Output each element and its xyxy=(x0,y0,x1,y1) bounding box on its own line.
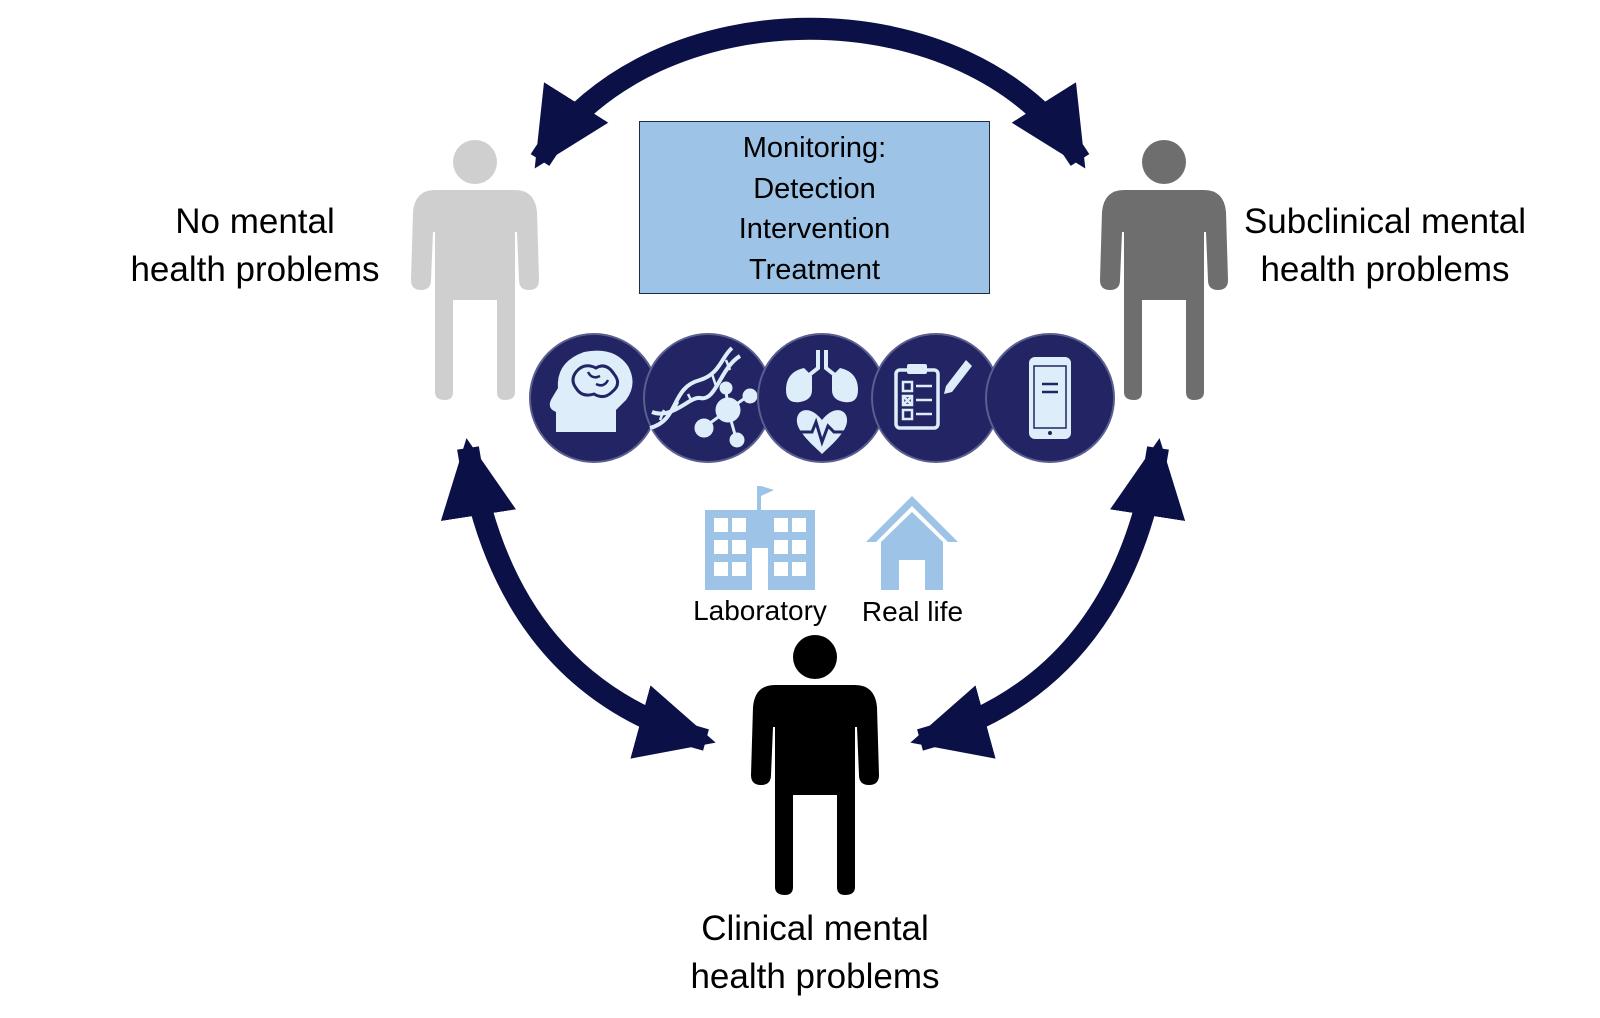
modality-row xyxy=(529,333,1115,463)
state-label-clinical-line1: Clinical mental xyxy=(701,909,929,948)
state-label-none: No mental health problems xyxy=(125,198,385,294)
monitoring-intervention: Intervention xyxy=(738,213,891,245)
arrow-none-clinical xyxy=(440,438,716,759)
person-none-icon xyxy=(411,140,539,400)
arrow-none-subclinical xyxy=(530,17,1090,169)
monitoring-treatment: Treatment xyxy=(748,253,881,286)
laboratory-building-icon xyxy=(705,486,815,590)
dna-molecule-icon xyxy=(643,333,773,463)
house-icon xyxy=(866,496,958,590)
transition-arrows xyxy=(440,17,1186,759)
lungs-heart-icon xyxy=(757,333,887,463)
state-label-none-line2: health problems xyxy=(130,250,380,289)
arrow-subclinical-clinical xyxy=(910,438,1186,759)
laboratory-label: Laboratory xyxy=(693,595,827,626)
state-label-clinical: Clinical mental health problems xyxy=(670,905,960,1001)
state-label-subclinical: Subclinical mental health problems xyxy=(1235,198,1535,294)
state-label-subclinical-line1: Subclinical mental xyxy=(1243,202,1527,241)
questionnaire-icon xyxy=(871,333,1001,463)
state-label-none-line1: No mental xyxy=(175,202,335,241)
state-label-clinical-line2: health problems xyxy=(690,957,940,996)
monitoring-detection: Detection xyxy=(753,172,876,205)
brain-icon xyxy=(529,333,659,463)
person-clinical-icon xyxy=(751,635,879,895)
person-subclinical-icon xyxy=(1100,140,1228,400)
monitoring-box: Monitoring: Detection Intervention Treat… xyxy=(639,121,990,294)
state-label-subclinical-line2: health problems xyxy=(1260,250,1510,289)
real-life-label: Real life xyxy=(861,596,964,627)
smartphone-icon xyxy=(985,333,1115,463)
monitoring-heading: Monitoring: xyxy=(742,132,887,164)
